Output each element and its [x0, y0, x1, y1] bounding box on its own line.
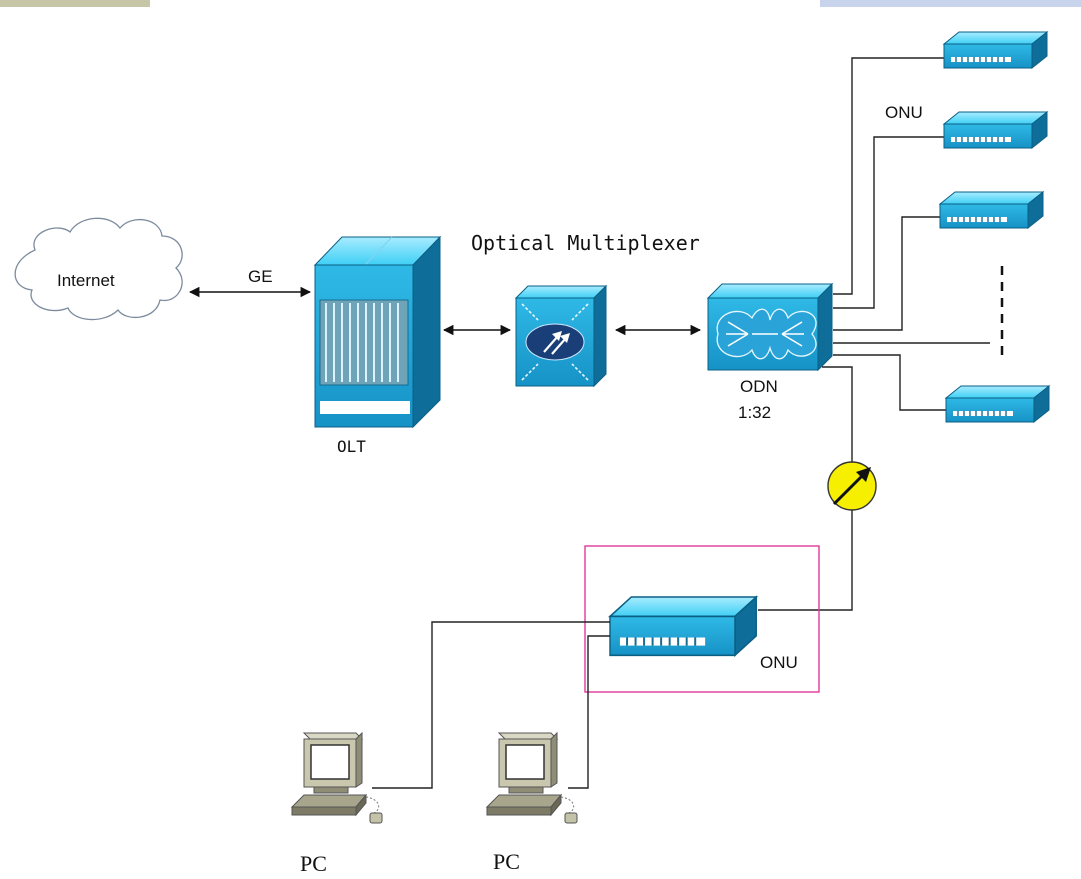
power-meter-icon [827, 461, 877, 511]
onu-icon [943, 31, 1048, 69]
pc-icon [291, 732, 383, 824]
onu-icon [943, 111, 1048, 149]
cloud-icon [14, 217, 183, 321]
pc-icon [486, 732, 578, 824]
image-edge-fragment [820, 0, 1081, 7]
pc-1-label: PC [300, 851, 327, 876]
onu-icon [945, 385, 1050, 423]
onu-customer-label: ONU [760, 653, 798, 672]
multiplexer-icon [514, 284, 608, 388]
onu-icon [608, 595, 758, 657]
customer-site-box [584, 545, 820, 693]
odn-ratio-label: 1:32 [738, 403, 771, 422]
internet-label: Internet [57, 271, 115, 290]
odn-icon [706, 282, 834, 372]
olt-label: OLT [337, 437, 366, 456]
olt-icon [313, 235, 442, 429]
onu-icon [939, 191, 1044, 229]
optical-multiplexer-label: Optical Multiplexer [471, 231, 700, 255]
odn-label: ODN [740, 377, 778, 396]
image-edge-fragment [0, 0, 150, 7]
ge-label: GE [248, 267, 273, 286]
pc-cable-lines [372, 621, 610, 789]
onu-top-label: ONU [885, 103, 923, 122]
pc-2-label: PC [493, 849, 520, 874]
